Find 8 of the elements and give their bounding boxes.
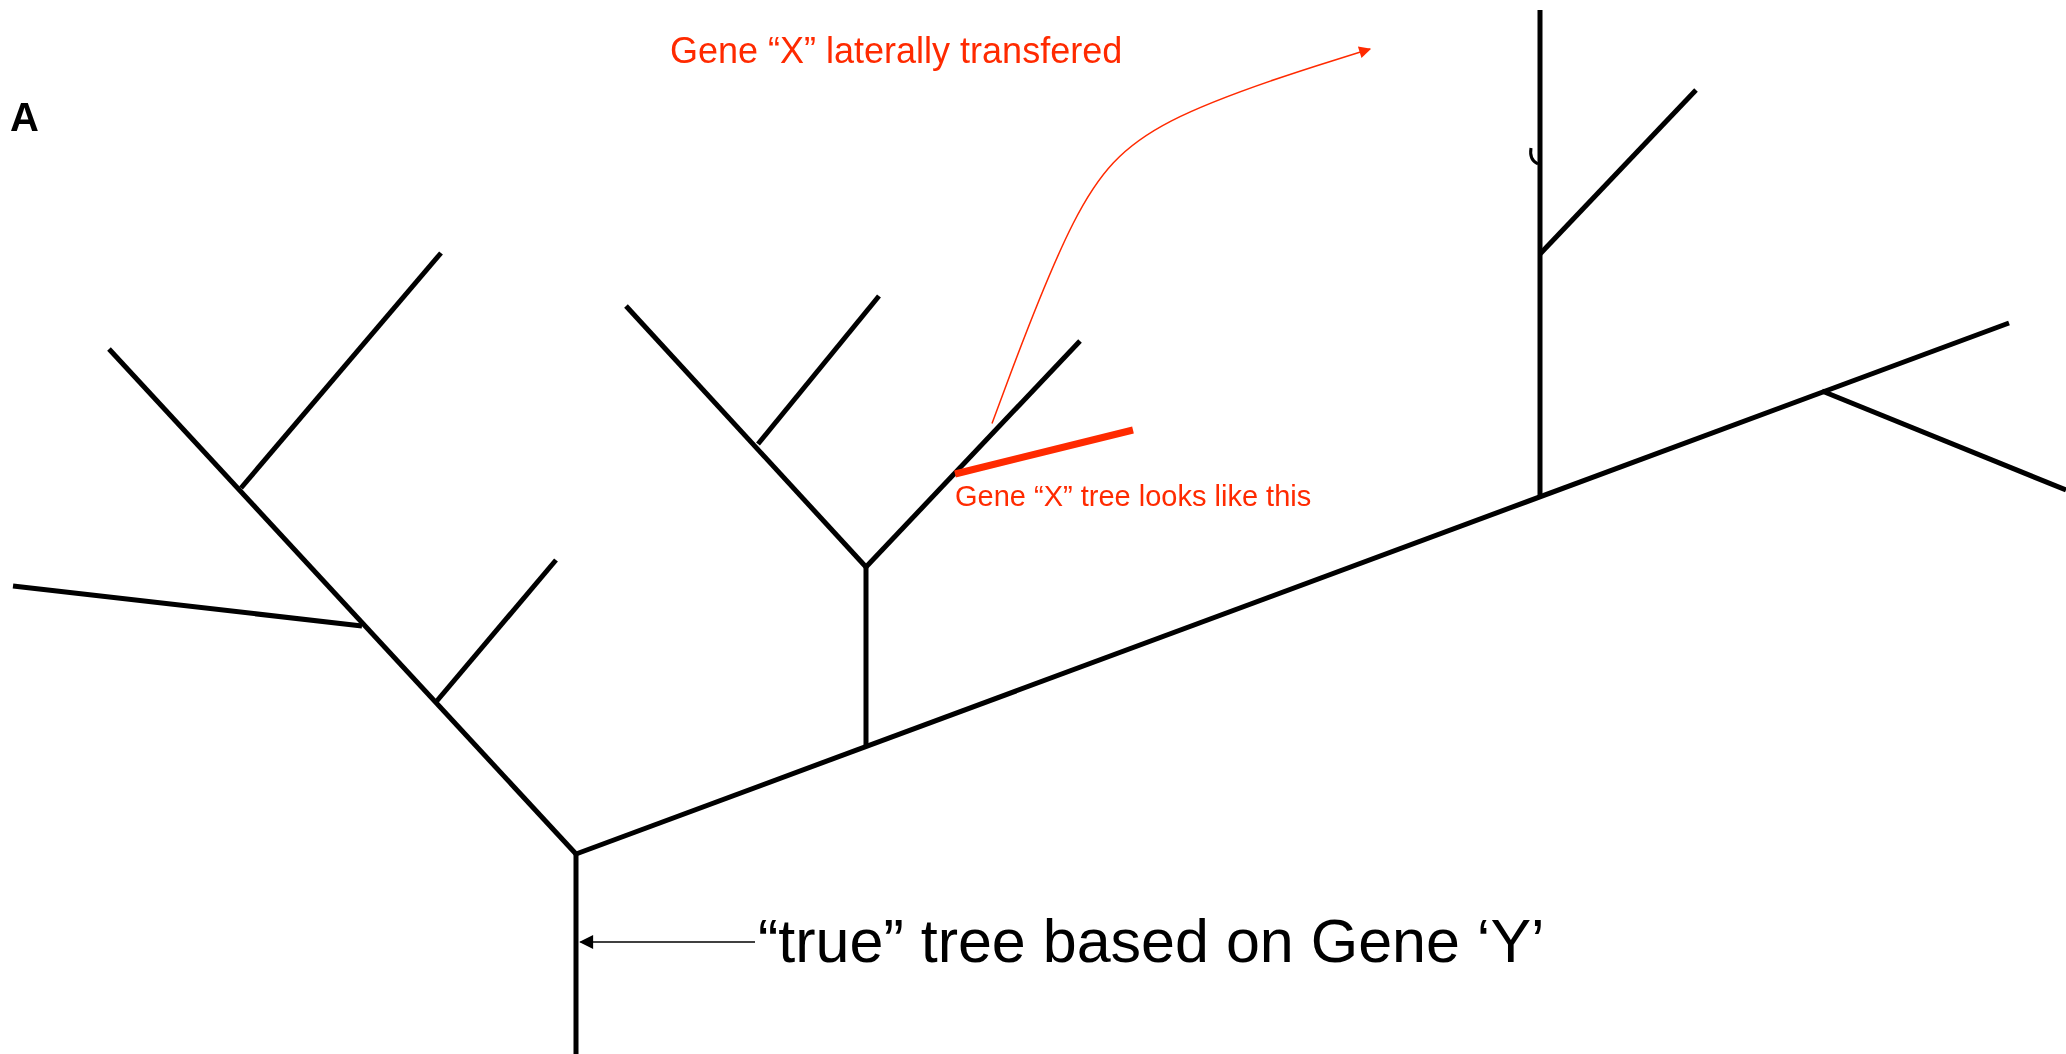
tree-caption: “true” tree based on Gene ‘Y’ [758,906,1545,977]
gene-x-branch [954,426,1134,478]
annotation-text: Gene “X” tree looks like this [955,480,1312,514]
tree-trunk [573,854,579,1054]
transfer-arrow [991,46,1372,425]
leader-arrow [579,935,756,949]
panel-letter: A [10,94,39,140]
annotation-text: Gene “X” laterally transfered [670,30,1123,72]
